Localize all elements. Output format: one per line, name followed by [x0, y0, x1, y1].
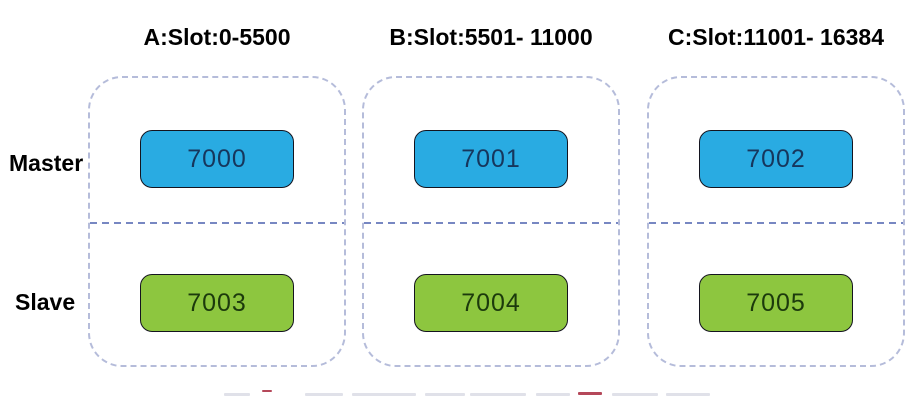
shard-group-b: B:Slot:5501- 11000 7001 7004	[362, 0, 620, 400]
master-slave-divider	[364, 222, 618, 224]
shard-c-slot-title: C:Slot:11001- 16384	[667, 24, 885, 50]
cutoff-text-fragment	[536, 393, 570, 396]
shard-a-container: 7000 7003	[88, 76, 346, 367]
master-node-7000: 7000	[140, 130, 294, 188]
master-slave-divider	[649, 222, 903, 224]
shard-group-c: C:Slot:11001- 16384 7002 7005	[647, 0, 905, 400]
slave-node-7005: 7005	[699, 274, 853, 332]
shard-group-a: A:Slot:0-5500 7000 7003	[88, 0, 346, 400]
cutoff-text-fragment-red	[578, 392, 602, 395]
row-label-master: Master	[9, 150, 84, 176]
cutoff-text-fragment	[470, 393, 526, 396]
cutoff-text-fragment	[305, 393, 343, 396]
shard-b-container: 7001 7004	[362, 76, 620, 367]
cutoff-text-fragment	[425, 393, 465, 396]
cutoff-text-fragment	[612, 393, 658, 396]
shard-b-slot-title: B:Slot:5501- 11000	[389, 24, 593, 50]
master-node-7001: 7001	[414, 130, 568, 188]
master-node-7002: 7002	[699, 130, 853, 188]
cutoff-text-fragment-red	[262, 390, 272, 392]
cutoff-text-fragment	[224, 393, 250, 396]
shard-a-slot-title: A:Slot:0-5500	[143, 24, 291, 50]
cutoff-text-fragment	[352, 393, 416, 396]
slave-node-7003: 7003	[140, 274, 294, 332]
cutoff-text-fragment	[666, 393, 710, 396]
row-label-slave: Slave	[15, 289, 76, 315]
shard-c-container: 7002 7005	[647, 76, 905, 367]
master-slave-divider	[90, 222, 344, 224]
slave-node-7004: 7004	[414, 274, 568, 332]
cutoff-caption-remnant	[0, 388, 915, 400]
